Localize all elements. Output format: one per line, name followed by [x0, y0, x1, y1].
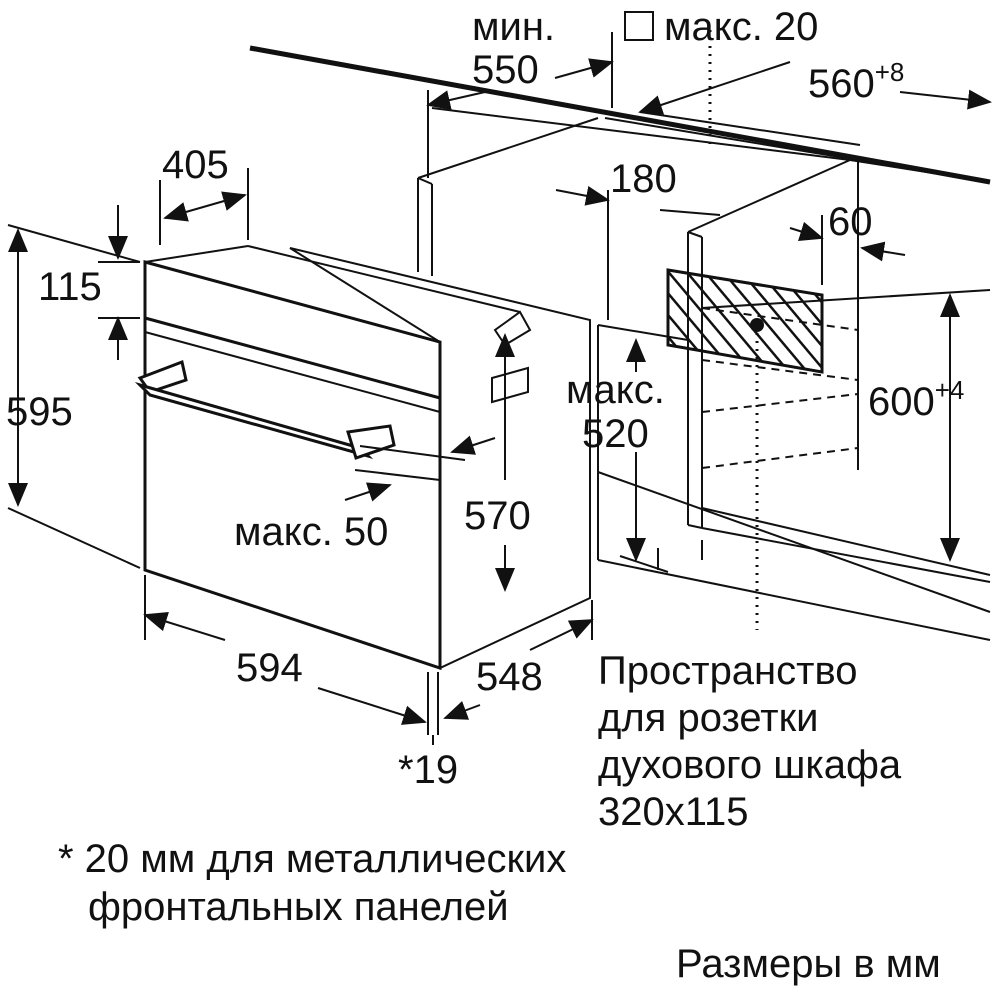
- dim-19: *19: [398, 748, 459, 792]
- dim-548: 548: [476, 655, 543, 699]
- cabinet-niche: [417, 117, 991, 641]
- dim-560-tolerance: +8: [874, 57, 905, 87]
- units-note: Размеры в мм: [676, 942, 941, 986]
- max-520-line2: 520: [582, 412, 649, 456]
- min-label: мин.: [472, 5, 556, 49]
- max-50-label: макс. 50: [234, 510, 389, 554]
- dim-570: 570: [464, 494, 531, 538]
- max-520-line1: макс.: [566, 368, 665, 412]
- socket-space: [666, 30, 824, 630]
- dim-595: 595: [6, 390, 73, 434]
- dim-600-tolerance: +4: [934, 375, 965, 405]
- socket-note-line1: Пространство: [598, 649, 858, 693]
- dim-600-value: 600: [868, 380, 935, 424]
- socket-note-line4: 320x115: [598, 790, 749, 834]
- dim-180: 180: [610, 157, 677, 201]
- oven: [134, 245, 591, 671]
- max-20-label: макс. 20: [664, 5, 819, 49]
- dim-560: 560+8: [808, 57, 904, 110]
- countertop: [249, 45, 991, 185]
- socket-note-line2: для розетки: [598, 696, 819, 740]
- socket-space-note: Пространство для розетки духового шкафа …: [598, 648, 901, 836]
- checkbox-icon: [624, 11, 654, 41]
- dim-560-value: 560: [808, 62, 875, 106]
- footnote-line1: * 20 мм для металлических: [58, 837, 567, 881]
- dim-550: 550: [472, 48, 539, 92]
- dim-115: 115: [38, 265, 102, 309]
- socket-note-line3: духового шкафа: [598, 743, 902, 787]
- dim-405: 405: [162, 143, 229, 187]
- dimension-lines: [7, 32, 992, 745]
- dim-594: 594: [236, 646, 303, 690]
- dim-600: 600+4: [868, 375, 964, 428]
- footnote: * 20 мм для металлических фронтальных па…: [58, 835, 566, 931]
- dim-60: 60: [828, 200, 873, 244]
- footnote-line2: фронтальных панелей: [88, 885, 509, 929]
